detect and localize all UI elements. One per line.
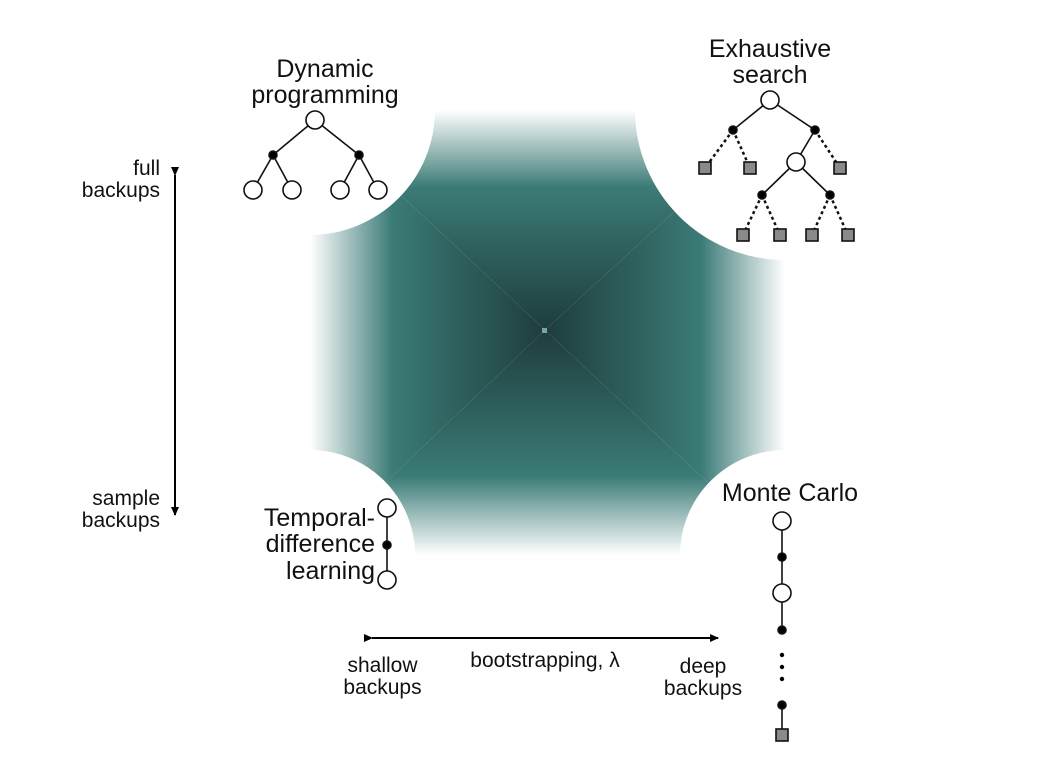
label-line: Dynamic bbox=[276, 55, 374, 83]
terminal-node bbox=[773, 228, 787, 242]
label-line: full bbox=[133, 157, 160, 180]
action-node bbox=[268, 150, 278, 160]
action-node bbox=[382, 540, 392, 550]
label-line: backups bbox=[81, 179, 160, 203]
label-full-backups: full backups bbox=[60, 157, 160, 203]
label-line: backups bbox=[343, 676, 422, 700]
label-line: backups bbox=[81, 509, 160, 533]
state-node bbox=[377, 570, 397, 590]
label-line: deep bbox=[679, 655, 727, 678]
terminal-node bbox=[841, 228, 855, 242]
label-shallow-backups: shallow backups bbox=[325, 654, 440, 700]
corner-cutout-bottom-left bbox=[205, 450, 415, 660]
action-node bbox=[777, 700, 787, 710]
td-chain bbox=[377, 498, 397, 590]
label-line: Exhaustive bbox=[708, 35, 832, 63]
label-line: shallow bbox=[347, 654, 418, 677]
monte-carlo-chain bbox=[772, 511, 792, 742]
state-node bbox=[330, 180, 350, 200]
state-node bbox=[282, 180, 302, 200]
action-node bbox=[777, 625, 787, 635]
action-node bbox=[777, 552, 787, 562]
action-node bbox=[757, 190, 767, 200]
label-line: Temporal- bbox=[263, 504, 375, 532]
state-node bbox=[368, 180, 388, 200]
action-node bbox=[825, 190, 835, 200]
label-line: programming bbox=[251, 81, 399, 110]
label-exhaustive-search: Exhaustive search bbox=[690, 36, 850, 89]
state-node bbox=[772, 583, 792, 603]
ellipsis-dot bbox=[779, 676, 785, 682]
terminal-node bbox=[775, 728, 789, 742]
label-line: backups bbox=[663, 677, 743, 701]
label-line: search bbox=[732, 61, 808, 90]
label-line: learning bbox=[286, 556, 375, 585]
label-temporal-difference: Temporal- difference learning bbox=[235, 505, 375, 584]
square-bottom-wedge bbox=[310, 330, 785, 555]
label-monte-carlo: Monte Carlo bbox=[721, 479, 859, 507]
corner-cutout-top-right bbox=[635, 0, 935, 260]
terminal-node bbox=[698, 161, 712, 175]
label-bootstrapping: bootstrapping, λ bbox=[470, 649, 620, 672]
action-node bbox=[810, 125, 820, 135]
action-node bbox=[728, 125, 738, 135]
square-left-wedge bbox=[310, 110, 545, 555]
label-line: sample bbox=[92, 487, 160, 510]
action-node bbox=[354, 150, 364, 160]
dynamic-programming-tree bbox=[243, 110, 388, 200]
ellipsis-dot bbox=[779, 664, 785, 670]
state-node bbox=[305, 110, 325, 130]
label-line: difference bbox=[265, 530, 375, 559]
terminal-node bbox=[736, 228, 750, 242]
ellipsis-dot bbox=[779, 652, 785, 658]
label-deep-backups: deep backups bbox=[648, 655, 758, 701]
terminal-node bbox=[833, 161, 847, 175]
terminal-node bbox=[743, 161, 757, 175]
state-node bbox=[786, 152, 806, 172]
terminal-node bbox=[805, 228, 819, 242]
label-sample-backups: sample backups bbox=[55, 487, 160, 533]
label-dynamic-programming: Dynamic programming bbox=[240, 56, 410, 109]
state-node bbox=[760, 90, 780, 110]
square-center-dot bbox=[542, 328, 547, 333]
state-node bbox=[377, 498, 397, 518]
state-node bbox=[772, 511, 792, 531]
state-node bbox=[243, 180, 263, 200]
exhaustive-search-tree bbox=[698, 90, 855, 242]
